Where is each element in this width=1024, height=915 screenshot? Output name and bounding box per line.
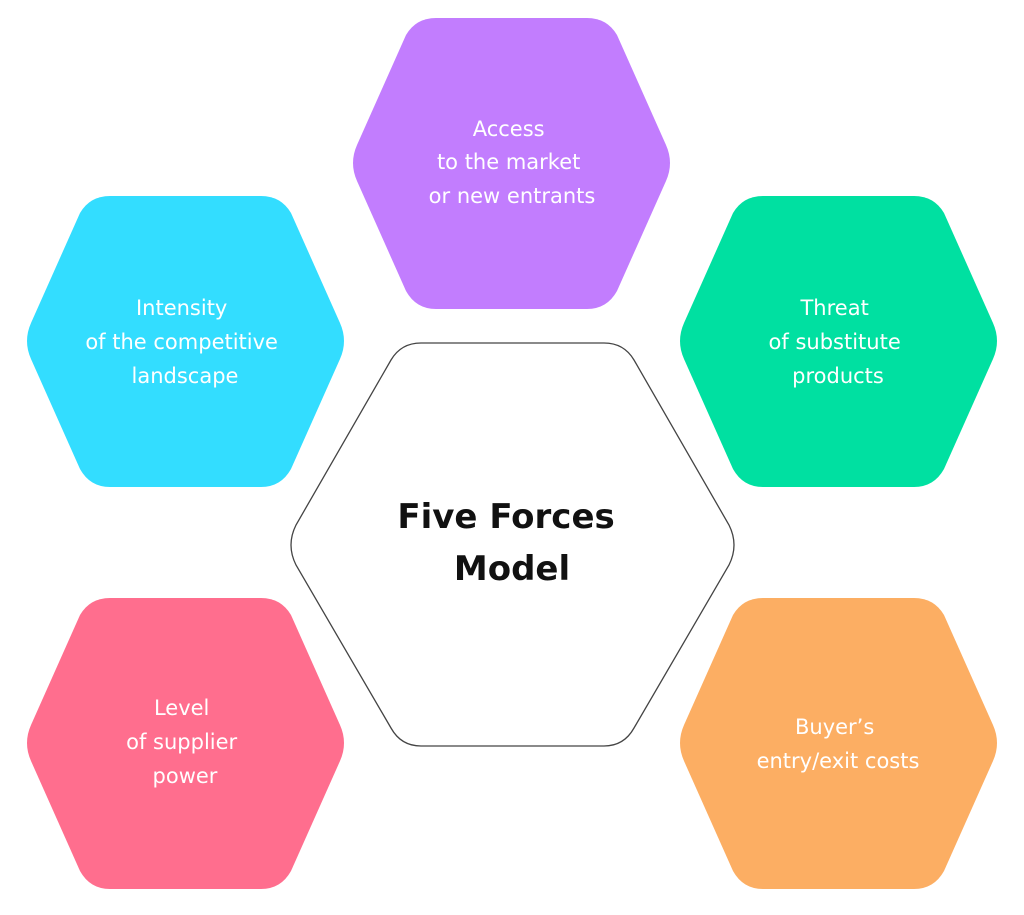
force-buyer-costs-line-2: entry/exit costs [757,749,920,773]
force-supplier-power-hexagon [27,598,344,889]
force-new-entrants-hexagon [353,18,670,309]
force-competitive-landscape-line-1: Intensity [136,296,227,320]
force-substitute-products: Threat of substitute products [680,196,997,487]
force-supplier-power-line-3: power [153,764,218,788]
force-new-entrants: Access to the market or new entrants [353,18,670,309]
force-supplier-power-line-1: Level [154,696,209,720]
center-title: Five Forces Model [397,497,626,589]
force-new-entrants-line-3: or new entrants [429,184,596,208]
force-substitute-products-hexagon [680,196,997,487]
force-competitive-landscape-hexagon [27,196,344,487]
force-buyer-costs-label: Buyer’s entry/exit costs [757,715,920,773]
force-new-entrants-line-1: Access [473,117,545,141]
center-hexagon-group: Five Forces Model [290,342,735,747]
force-buyer-costs: Buyer’s entry/exit costs [680,598,997,889]
force-new-entrants-label: Access to the market or new entrants [429,117,596,208]
force-new-entrants-line-2: to the market [437,150,580,174]
force-buyer-costs-line-1: Buyer’s [795,715,874,739]
center-title-line-1: Five Forces [397,497,614,537]
force-substitute-products-line-3: products [792,364,884,388]
force-competitive-landscape: Intensity of the competitive landscape [27,196,344,487]
force-supplier-power-label: Level of supplier power [126,696,244,788]
force-substitute-products-line-1: Threat [799,296,868,320]
force-supplier-power: Level of supplier power [27,598,344,889]
center-title-line-2: Model [454,549,570,589]
force-substitute-products-line-2: of substitute [769,330,901,354]
center-hexagon [290,342,735,747]
force-competitive-landscape-label: Intensity of the competitive landscape [85,296,284,388]
force-substitute-products-label: Threat of substitute products [769,296,908,388]
force-competitive-landscape-line-3: landscape [132,364,239,388]
force-competitive-landscape-line-2: of the competitive [85,330,278,354]
force-supplier-power-line-2: of supplier [126,730,237,754]
force-buyer-costs-hexagon [680,598,997,889]
